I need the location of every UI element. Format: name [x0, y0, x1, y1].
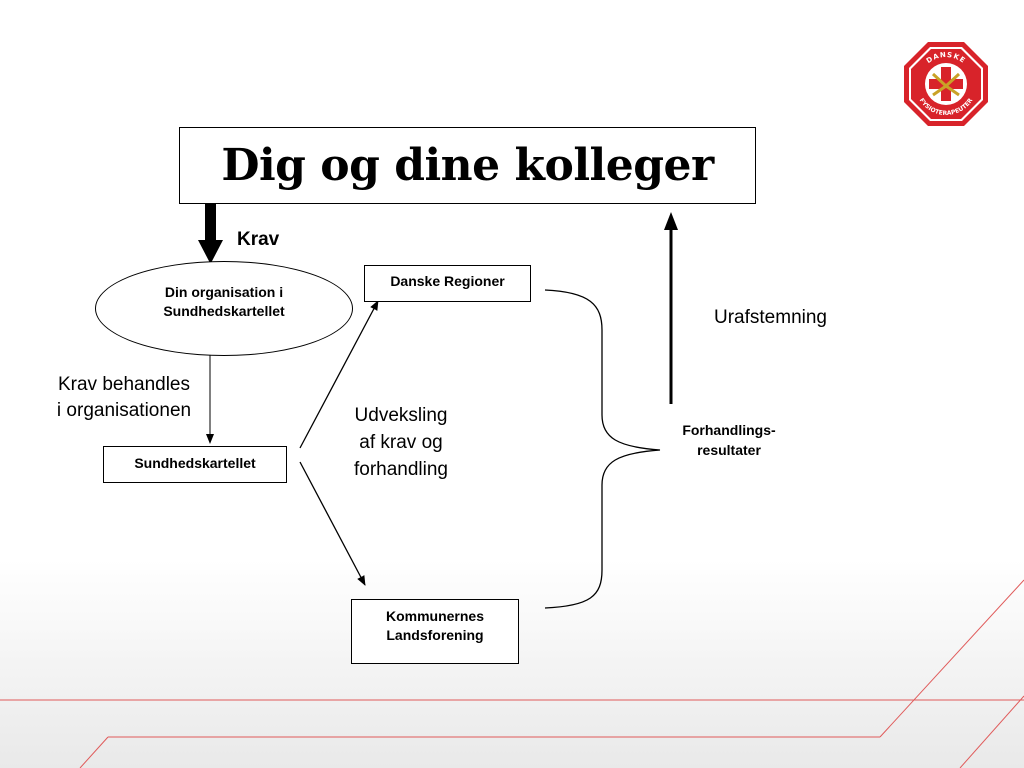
result-brace: [544, 289, 661, 609]
node-din-organisation: Din organisation i Sundhedskartellet: [95, 261, 353, 356]
label-krav-behandles-line1: Krav behandles: [57, 374, 191, 395]
decor-line-diagonal-1: [79, 736, 109, 768]
page-title: Dig og dine kolleger: [179, 127, 756, 204]
krav-arrow-shaft: [205, 204, 216, 244]
arrow-to-kl: [299, 461, 366, 586]
label-krav-behandles-line2: i organisationen: [56, 400, 192, 421]
label-forhandlings-line1: Forhandlings-: [682, 422, 776, 438]
label-krav-behandles: Krav behandles i organisationen: [38, 372, 210, 424]
node-kl-line1: Kommunernes: [385, 608, 485, 624]
logo-hands-icon: [931, 72, 961, 97]
label-krav: Krav: [237, 229, 280, 250]
label-urafstemning: Urafstemning: [714, 307, 827, 328]
label-forhandlingsresultater: Forhandlings- resultater: [664, 420, 794, 460]
label-udveksling-line2: af krav og: [359, 432, 443, 453]
label-udveksling: Udveksling af krav og forhandling: [336, 402, 466, 483]
decor-line-diagonal-2: [879, 579, 1024, 738]
node-din-organisation-line2: Sundhedskartellet: [163, 303, 285, 319]
node-din-organisation-line1: Din organisation i: [164, 284, 284, 300]
label-udveksling-line3: forhandling: [353, 459, 449, 480]
danske-fysioterapeuter-logo: DANSKE FYSIOTERAPEUTER: [904, 42, 988, 126]
decor-line-diagonal-3: [959, 695, 1024, 768]
krav-arrow-head: [198, 240, 223, 264]
urafstemning-arrow-shaft: [669, 228, 673, 404]
label-forhandlings-line2: resultater: [697, 442, 761, 458]
background-fade: [0, 560, 1024, 768]
label-udveksling-line1: Udveksling: [354, 405, 448, 426]
arrow-to-danske-regioner: [299, 300, 379, 449]
node-sundhedskartellet: Sundhedskartellet: [103, 446, 287, 483]
urafstemning-arrow-head: [664, 212, 678, 230]
node-kommunernes-landsforening: Kommunernes Landsforening: [351, 599, 519, 664]
node-kl-line2: Landsforening: [386, 627, 484, 643]
node-danske-regioner: Danske Regioner: [364, 265, 531, 302]
